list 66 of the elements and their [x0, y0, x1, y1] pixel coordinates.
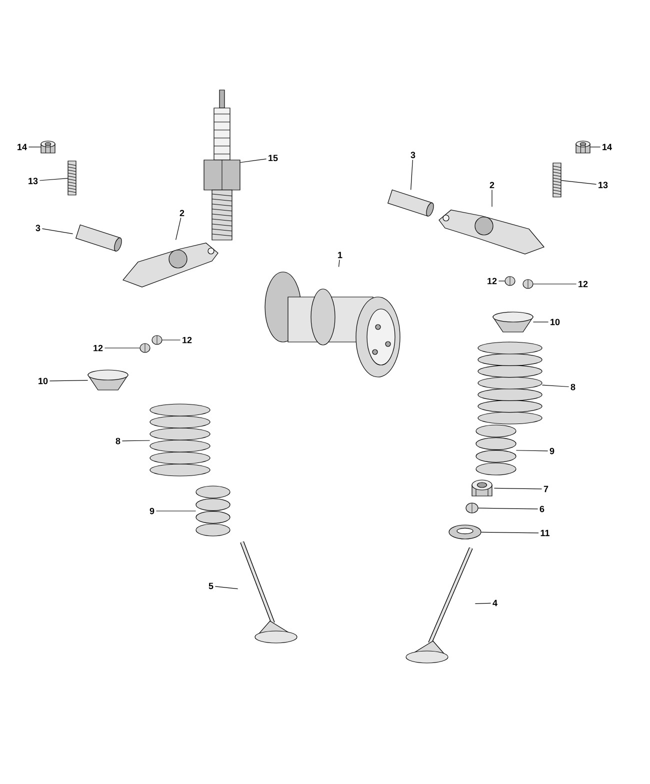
callout-number: 12 [578, 280, 588, 288]
leader-line [176, 218, 182, 240]
valve-spring-drawing [476, 424, 516, 476]
callout-number: 5 [208, 582, 214, 590]
callout-number: 10 [38, 378, 48, 384]
valve-spring-drawing [150, 404, 210, 476]
callout-number: 12 [94, 344, 103, 352]
valve-drawing [240, 541, 298, 644]
callout-number: 2 [490, 182, 494, 188]
leader-line [49, 380, 88, 382]
callout-number: 3 [36, 224, 40, 232]
callout-number: 15 [268, 154, 278, 162]
callout-number: 10 [550, 318, 560, 326]
valve-drawing [406, 547, 473, 664]
leader-line [240, 158, 267, 163]
nut-drawing [40, 140, 56, 154]
callout-number: 12 [488, 278, 497, 284]
valve-keeper-drawing [152, 335, 162, 345]
spring-seat-drawing [472, 480, 492, 496]
stud-drawing [552, 162, 562, 198]
leader-line [494, 488, 542, 490]
leader-line [410, 160, 413, 190]
valve-keeper-drawing [140, 343, 150, 353]
callout-number: 7 [544, 486, 548, 492]
valve-seal-drawing [448, 524, 482, 540]
leader-line [214, 586, 238, 590]
valve-spring-drawing [196, 486, 230, 536]
leader-line [28, 146, 42, 148]
leader-line [474, 602, 492, 604]
callout-number: 14 [602, 144, 612, 150]
callout-number: 8 [570, 384, 576, 390]
callout-number: 1 [338, 252, 342, 258]
valve-keeper-drawing [504, 276, 516, 286]
valve-keeper-drawing [522, 279, 534, 289]
camshaft-drawing [264, 272, 400, 378]
spark-plug-drawing [204, 90, 240, 240]
valve-keeper-drawing [466, 502, 478, 514]
leader-line [39, 178, 68, 181]
leader-line [480, 532, 539, 534]
valve-spring-drawing [478, 342, 542, 424]
callout-number: 9 [550, 448, 554, 454]
leader-line [338, 260, 340, 268]
leader-line [122, 440, 150, 442]
rocker-arm-drawing [438, 210, 544, 254]
callout-number: 12 [182, 336, 192, 344]
callout-number: 11 [540, 530, 550, 536]
callout-number: 4 [492, 600, 498, 606]
rocker-arm-drawing [122, 242, 218, 288]
callout-number: 13 [28, 178, 38, 184]
stud-drawing [68, 160, 76, 196]
leader-line [42, 228, 74, 234]
nut-drawing [576, 140, 590, 154]
leader-line [516, 450, 548, 452]
leader-line [498, 280, 506, 282]
callout-number: 2 [180, 210, 184, 216]
callout-number: 13 [598, 182, 608, 188]
leader-line [560, 180, 597, 185]
callout-number: 8 [116, 438, 120, 444]
callout-number: 9 [150, 508, 154, 514]
leader-line [156, 510, 196, 512]
callout-number: 3 [410, 152, 416, 158]
leader-line [590, 146, 601, 148]
callout-number: 14 [18, 144, 27, 150]
callout-number: 6 [540, 506, 544, 512]
leader-line [478, 508, 538, 510]
leader-line [542, 384, 570, 388]
